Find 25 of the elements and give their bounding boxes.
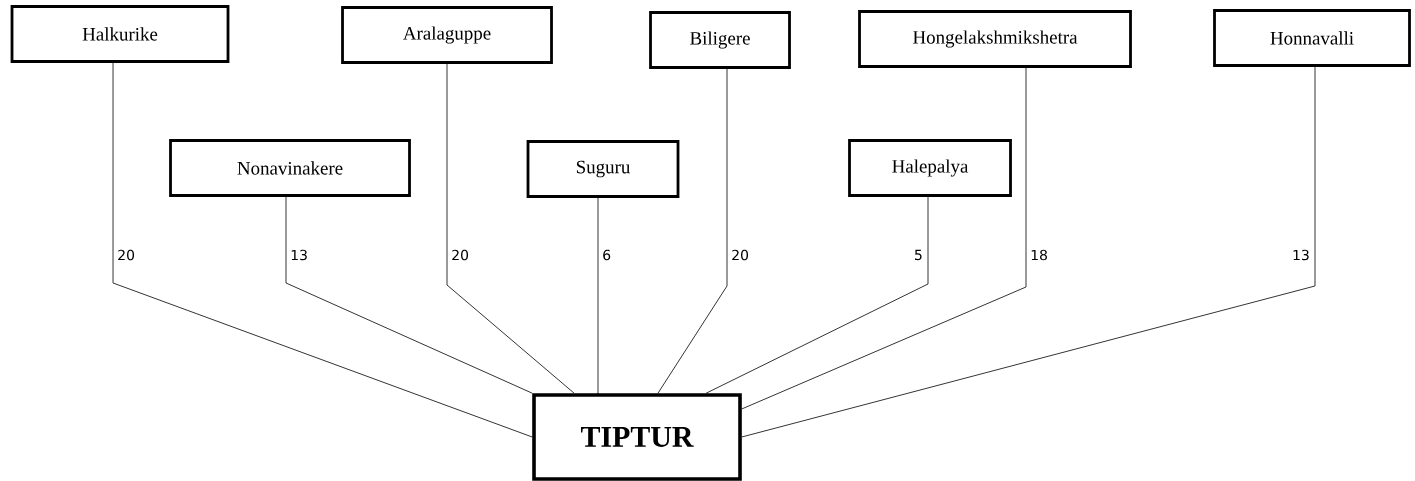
edge-label: 20 [118,249,135,261]
place-box: Nonavinakere [169,139,411,197]
connector-line [705,196,929,394]
edge-label: 20 [452,249,469,261]
connector-line [741,67,1027,410]
edge-label: 6 [603,249,611,261]
connector-line [285,196,533,394]
edge-label: 13 [1293,249,1309,261]
place-box: Honnavalli [1213,9,1411,67]
place-box: Aralaguppe [341,6,553,64]
connector-line [112,62,533,438]
place-box: Hongelakshmikshetra [858,10,1132,68]
edge-label: 5 [915,249,922,261]
place-box: Biligere [649,11,791,69]
connector-line [657,68,728,394]
connector-line [597,197,599,397]
edge-label: 13 [291,249,307,261]
main-box: TIPTUR [532,393,742,481]
edge-label: 20 [732,249,749,261]
edge-label: 18 [1031,249,1047,261]
place-box: Halkurike [10,5,230,63]
place-box: Suguru [526,140,680,198]
connector-line [741,66,1316,438]
connector-line [446,63,575,394]
place-box: Halepalya [848,139,1012,197]
